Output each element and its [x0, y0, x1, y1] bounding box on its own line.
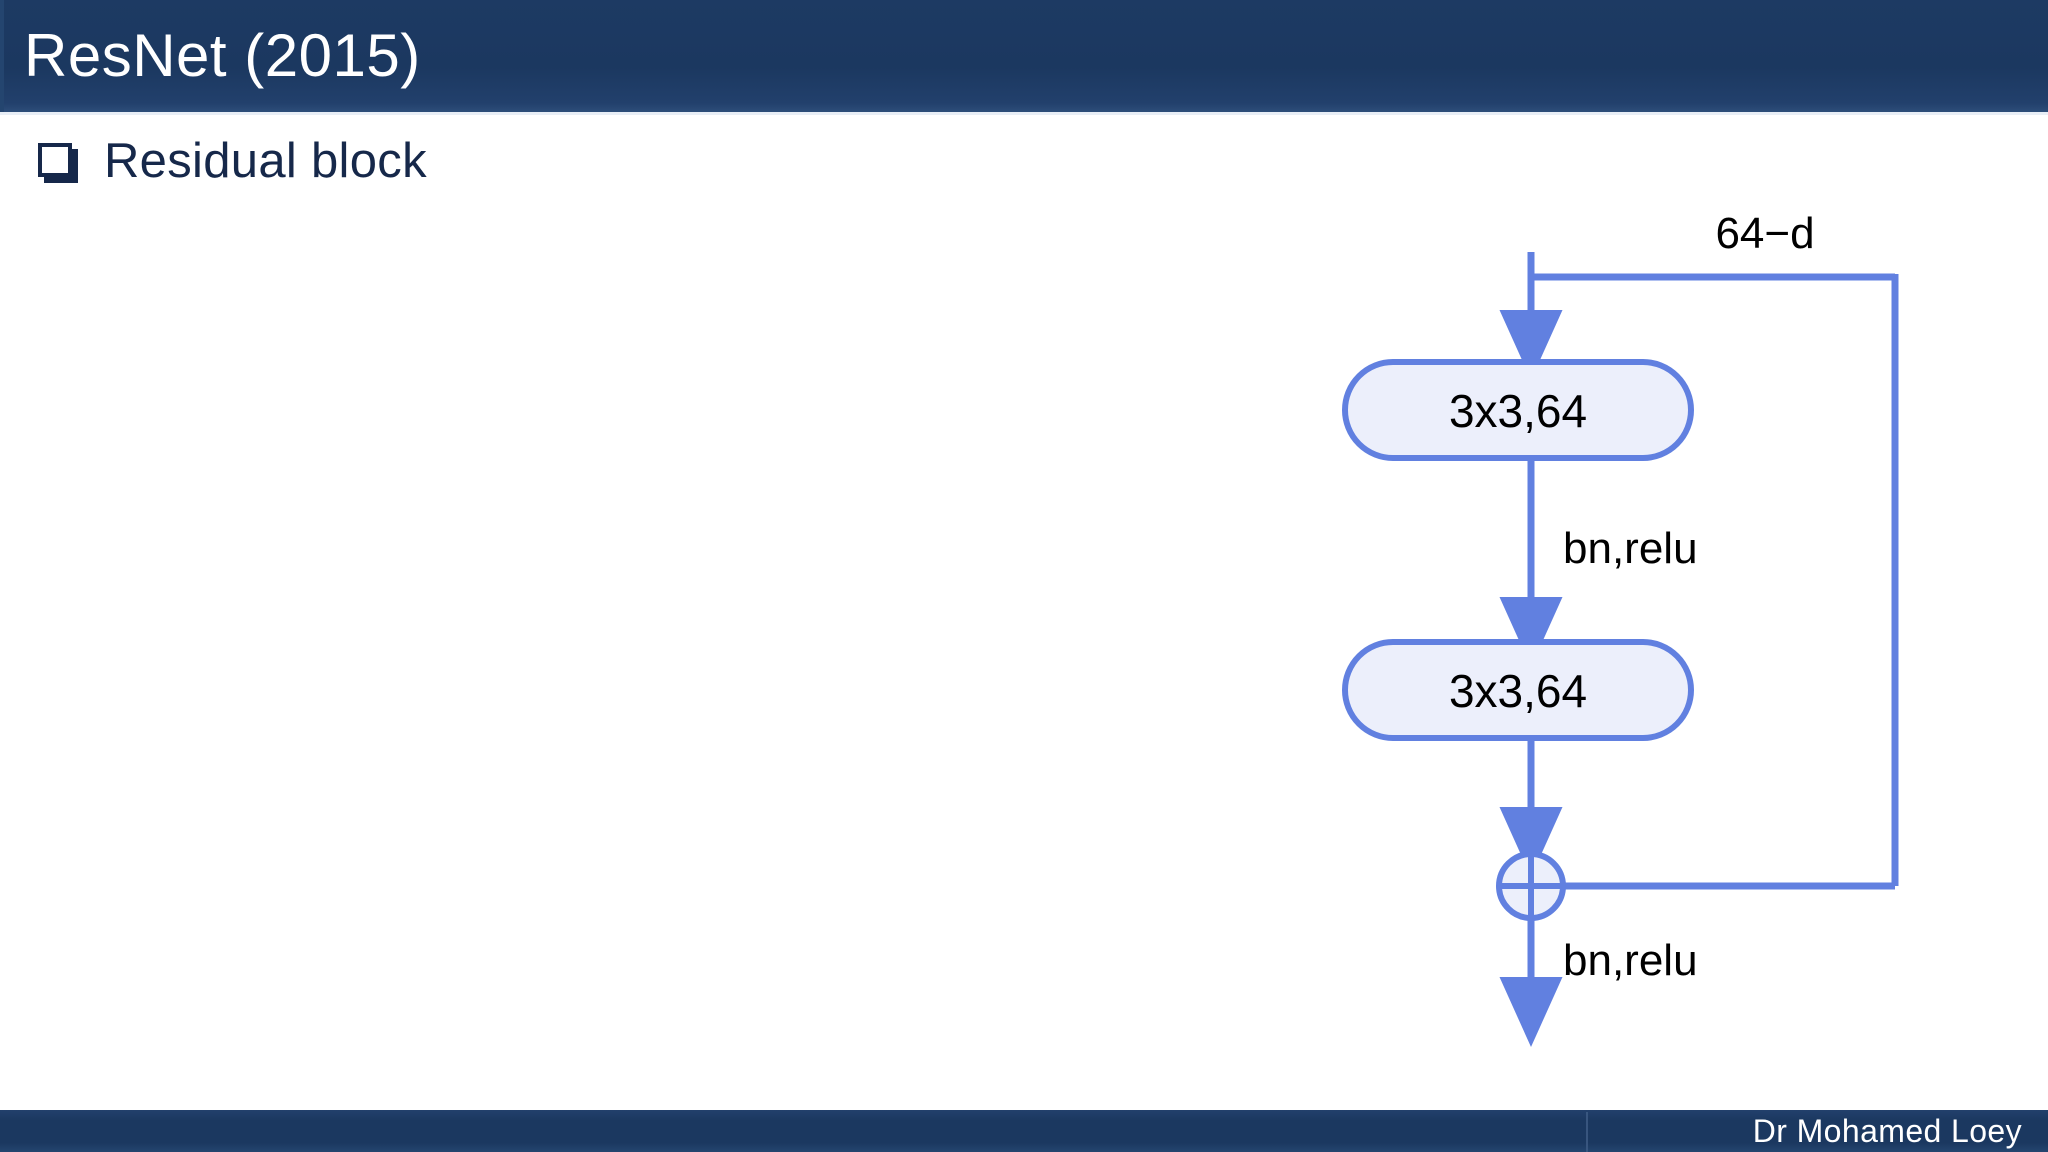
node-conv1-label: 3x3,64	[1449, 385, 1587, 437]
edge-label-bn-relu-2: bn,relu	[1563, 936, 1698, 985]
slide-title: ResNet (2015)	[24, 22, 421, 89]
slide-footer-bar	[0, 1110, 2048, 1152]
node-conv1-box	[1342, 359, 1694, 461]
edge-label-64d: 64−d	[1715, 209, 1814, 258]
node-conv2-label: 3x3,64	[1449, 665, 1587, 717]
title-underline	[0, 112, 2048, 115]
bullet-item-residual-block: Residual block	[38, 133, 427, 189]
bullet-item-label: Residual block	[104, 134, 427, 188]
bullet-square-face	[38, 143, 72, 177]
slide-title-bar: ResNet (2015)	[0, 0, 2048, 112]
hollow-square-bullet-icon	[38, 143, 78, 183]
footer-divider	[1586, 1112, 1588, 1152]
node-add-circle	[1496, 851, 1566, 921]
footer-author: Dr Mohamed Loey	[1752, 1113, 2022, 1149]
title-bar-left-edge	[0, 0, 4, 112]
node-conv2-box	[1342, 639, 1694, 741]
edge-label-bn-relu-1: bn,relu	[1563, 524, 1698, 573]
